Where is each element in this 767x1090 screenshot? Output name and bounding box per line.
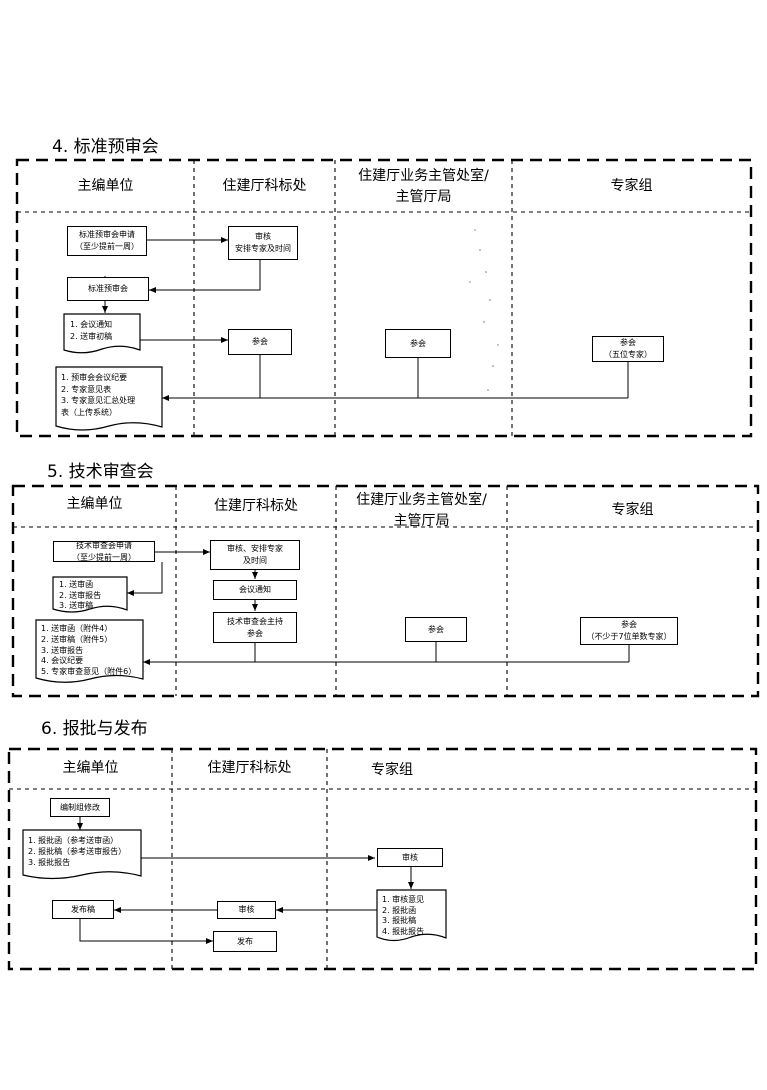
s5-output-doc4: 4. 会议纪要 — [41, 656, 84, 666]
s5-submit-docs: 1. 送审函 2. 送审报告 3. 送审稿 — [53, 578, 127, 615]
s5-review-line2: 及时间 — [243, 556, 267, 565]
s4-attend-expert-box: 参会 （五位专家） — [592, 336, 664, 362]
s6-approval-doc1: 1. 报批函（参考送审函） — [28, 836, 119, 845]
s6-expert-docs: 1. 审核意见 2. 报批函 3. 报批稿 4. 报批报告 — [377, 892, 446, 940]
s6-lane-editor: 主编单位 — [62, 760, 119, 776]
s4-apply-line1: 标准预审会申请 — [79, 230, 135, 239]
section6-title: 6. 报批与发布 — [41, 719, 148, 739]
s5-output-doc2: 2. 送审稿（附件5） — [41, 634, 113, 644]
s5-host-box: 技术审查会主持 参会 — [213, 612, 297, 643]
s6-approval-docs: 1. 报批函（参考送审函） 2. 报批稿（参考送审报告） 3. 报批报告 — [23, 832, 141, 871]
section4-lane-dividers — [17, 160, 751, 436]
s4-output-docs: 1. 预审会会议纪要 2. 专家意见表 3. 专家意见汇总处理 表（上传系统） — [56, 369, 162, 421]
s5-lane-dept: 住建厅业务主管处室/ 主管厅局 — [356, 492, 487, 529]
s6-lane-kb: 住建厅科标处 — [207, 760, 292, 776]
s6-publish-label: 发布 — [237, 936, 253, 946]
s4-notice-docs: 1. 会议通知 2. 送审初稿 — [64, 316, 140, 345]
s5-submit-doc1: 1. 送审函 — [59, 580, 94, 589]
s5-review-box: 审核、安排专家 及时间 — [210, 540, 300, 570]
s5-attend-dept-box: 参会 — [405, 617, 467, 642]
s5-review-line1: 审核、安排专家 — [227, 544, 283, 553]
s5-output-docs: 1. 送审函（附件4） 2. 送审稿（附件5） 3. 送审报告 4. 会议纪要 … — [36, 621, 143, 681]
s4-notice-doc2: 2. 送审初稿 — [70, 331, 113, 341]
s4-lane-editor: 主编单位 — [77, 178, 134, 194]
s5-lane-kb: 住建厅科标处 — [214, 498, 298, 514]
s5-output-doc3: 3. 送审报告 — [41, 645, 84, 655]
s4-output-doc4: 表（上传系统） — [61, 407, 117, 417]
s4-apply-line2: （至少提前一周） — [75, 242, 139, 251]
s6-publish-box: 发布 — [213, 931, 277, 952]
s4-output-doc2: 2. 专家意见表 — [61, 384, 112, 394]
s6-expert-doc4: 4. 报批报告 — [382, 926, 425, 936]
section4-arrows — [102, 237, 629, 401]
s6-expert-doc2: 2. 报批函 — [382, 905, 417, 915]
s6-approval-doc3: 3. 报批报告 — [28, 858, 71, 867]
section5-frame — [11, 484, 760, 698]
section5-title: 5. 技术审查会 — [47, 462, 154, 482]
s6-lane-expert: 专家组 — [371, 762, 413, 778]
s5-attend-expert-line1: 参会 — [621, 620, 637, 629]
s5-host-line2: 参会 — [247, 628, 263, 638]
s4-lane-expert: 专家组 — [610, 178, 653, 194]
section6-arrows — [77, 817, 414, 944]
s5-output-doc1: 1. 送审函（附件4） — [41, 624, 113, 633]
s4-review-line2: 安排专家及时间 — [235, 244, 291, 253]
s5-submit-doc2: 2. 送审报告 — [59, 590, 102, 600]
s6-revise-label: 编制组修改 — [60, 802, 100, 812]
s5-apply-box: 技术审查会申请 （至少提前一周） — [53, 541, 155, 562]
section5-lane-dividers — [13, 486, 758, 696]
s6-revise-box: 编制组修改 — [50, 798, 110, 817]
s4-meeting-box: 标准预审会 — [67, 277, 149, 301]
s5-notice-box: 会议通知 — [213, 580, 297, 600]
s6-final-draft-label: 发布稿 — [71, 904, 95, 914]
s5-output-doc5: 5. 专家审查意见（附件6） — [41, 667, 137, 677]
s5-attend-dept-label: 参会 — [428, 624, 444, 634]
section5-arrows — [127, 549, 630, 665]
s6-expert-doc1: 1. 审核意见 — [382, 895, 425, 904]
s4-attend-dept-label: 参会 — [410, 338, 426, 348]
section4-title: 4. 标准预审会 — [52, 137, 159, 157]
s5-lane-editor: 主编单位 — [66, 496, 123, 512]
s6-final-draft-box: 发布稿 — [52, 900, 114, 919]
s5-apply-line2: （至少提前一周） — [72, 552, 136, 562]
scan-dots — [469, 229, 499, 391]
s4-attend-expert-line1: 参会 — [620, 338, 636, 347]
s6-kb-review-label: 审核 — [238, 905, 255, 914]
s5-attend-expert-box: 参会 （不少于7位单数专家） — [580, 617, 678, 645]
s4-output-doc3: 3. 专家意见汇总处理 — [61, 396, 136, 405]
s4-review-box: 审核 安排专家及时间 — [228, 226, 298, 260]
s5-lane-expert: 专家组 — [611, 502, 654, 518]
s5-submit-doc3: 3. 送审稿 — [59, 601, 94, 610]
s6-expert-doc3: 3. 报批稿 — [382, 916, 417, 925]
section6-frame — [7, 747, 758, 971]
s6-kb-review-box: 审核 — [217, 901, 276, 919]
s6-expert-review-box: 审核 — [377, 848, 443, 867]
section4-frame — [15, 158, 753, 438]
s5-apply-line1: 技术审查会申请 — [76, 540, 132, 550]
s4-attend-expert-line2: （五位专家） — [604, 350, 652, 359]
s4-meeting-label: 标准预审会 — [88, 284, 128, 293]
s4-review-line1: 审核 — [255, 232, 271, 241]
s4-attend-dept-box: 参会 — [385, 329, 451, 358]
s4-lane-dept: 住建厅业务主管处室/ 主管厅局 — [358, 168, 489, 205]
s4-output-doc1: 1. 预审会会议纪要 — [61, 373, 128, 382]
s6-expert-review-label: 审核 — [402, 852, 418, 862]
s4-attend-kb-label: 参会 — [252, 337, 268, 346]
s4-attend-kb-box: 参会 — [228, 329, 292, 355]
s6-approval-doc2: 2. 报批稿（参考送审报告） — [28, 847, 127, 856]
s5-host-line1: 技术审查会主持 — [227, 616, 283, 626]
s4-apply-box: 标准预审会申请 （至少提前一周） — [67, 226, 147, 256]
s4-lane-kb: 住建厅科标处 — [222, 178, 307, 194]
document-shapes — [22, 313, 447, 942]
s5-attend-expert-line2: （不少于7位单数专家） — [586, 632, 672, 641]
s5-notice-label: 会议通知 — [239, 585, 271, 594]
s4-notice-doc1: 1. 会议通知 — [70, 320, 113, 329]
